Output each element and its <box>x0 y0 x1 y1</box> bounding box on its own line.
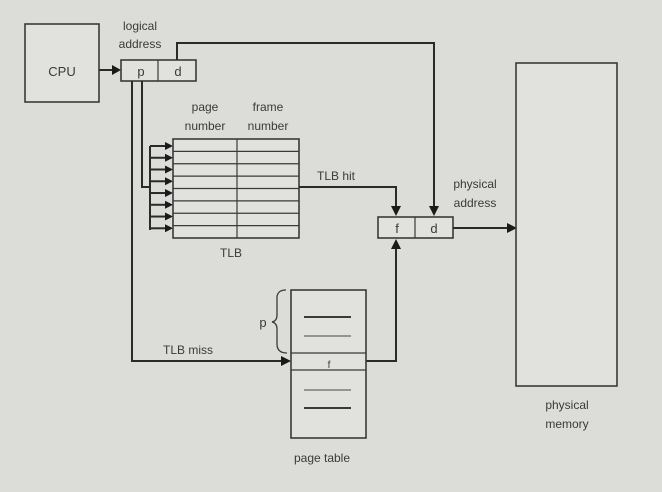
tlb-col-frame-label-2: number <box>248 119 289 133</box>
tlb-hit-line <box>299 186 397 208</box>
physical-address-box: f d <box>377 216 454 239</box>
physical-memory-label-1: physical <box>545 398 588 412</box>
arrowhead-icon <box>507 223 517 233</box>
brace-icon <box>271 289 288 354</box>
arrowhead-icon <box>429 206 439 216</box>
tlb-miss-line <box>131 81 282 362</box>
arrowhead-icon <box>112 65 121 75</box>
page-table-label: page table <box>294 451 350 465</box>
logical-address-label-1: logical <box>123 19 157 33</box>
tlb-hit-label: TLB hit <box>317 169 356 183</box>
tlb-col-page-label-1: page <box>192 100 219 114</box>
page-table-index-p: p <box>259 315 266 330</box>
arrowhead-icon <box>281 356 291 366</box>
offset-d-line <box>176 42 435 208</box>
arrowhead-icon <box>165 177 173 186</box>
page-table-entry-f: f <box>328 360 331 371</box>
tlb-miss-label: TLB miss <box>163 343 213 357</box>
physical-address-label-1: physical <box>453 177 496 191</box>
arrowhead-icon <box>165 189 173 198</box>
arrowhead-icon <box>165 212 173 221</box>
logical-address-box: p d <box>120 59 197 82</box>
p-to-tlb-line <box>141 81 150 188</box>
cpu-label: CPU <box>48 64 75 79</box>
logical-address-label-2: address <box>119 37 162 51</box>
tlb-search-arrows <box>150 142 173 233</box>
logical-field-d: d <box>174 64 181 79</box>
logical-field-p: p <box>137 64 144 79</box>
arrowhead-icon <box>165 142 173 150</box>
tlb-col-frame-label-1: frame <box>253 100 284 114</box>
arrowhead-icon <box>391 206 401 216</box>
page-table: f <box>290 289 367 439</box>
cpu-box: CPU <box>24 23 100 103</box>
physical-memory-box <box>515 62 618 387</box>
physical-address-label-2: address <box>454 196 497 210</box>
physical-field-f: f <box>395 221 399 236</box>
tlb-label: TLB <box>220 246 242 260</box>
arrowhead-icon <box>165 200 173 209</box>
tlb-table <box>172 138 300 239</box>
physical-memory-label-2: memory <box>545 417 588 431</box>
arrowhead-icon <box>165 153 173 162</box>
arrowhead-icon <box>165 165 173 174</box>
arrowhead-icon <box>165 224 173 233</box>
tlb-col-page-label-2: number <box>185 119 226 133</box>
page-table-frame-line <box>366 248 397 362</box>
arrowhead-icon <box>391 239 401 249</box>
physical-field-d: d <box>430 221 437 236</box>
